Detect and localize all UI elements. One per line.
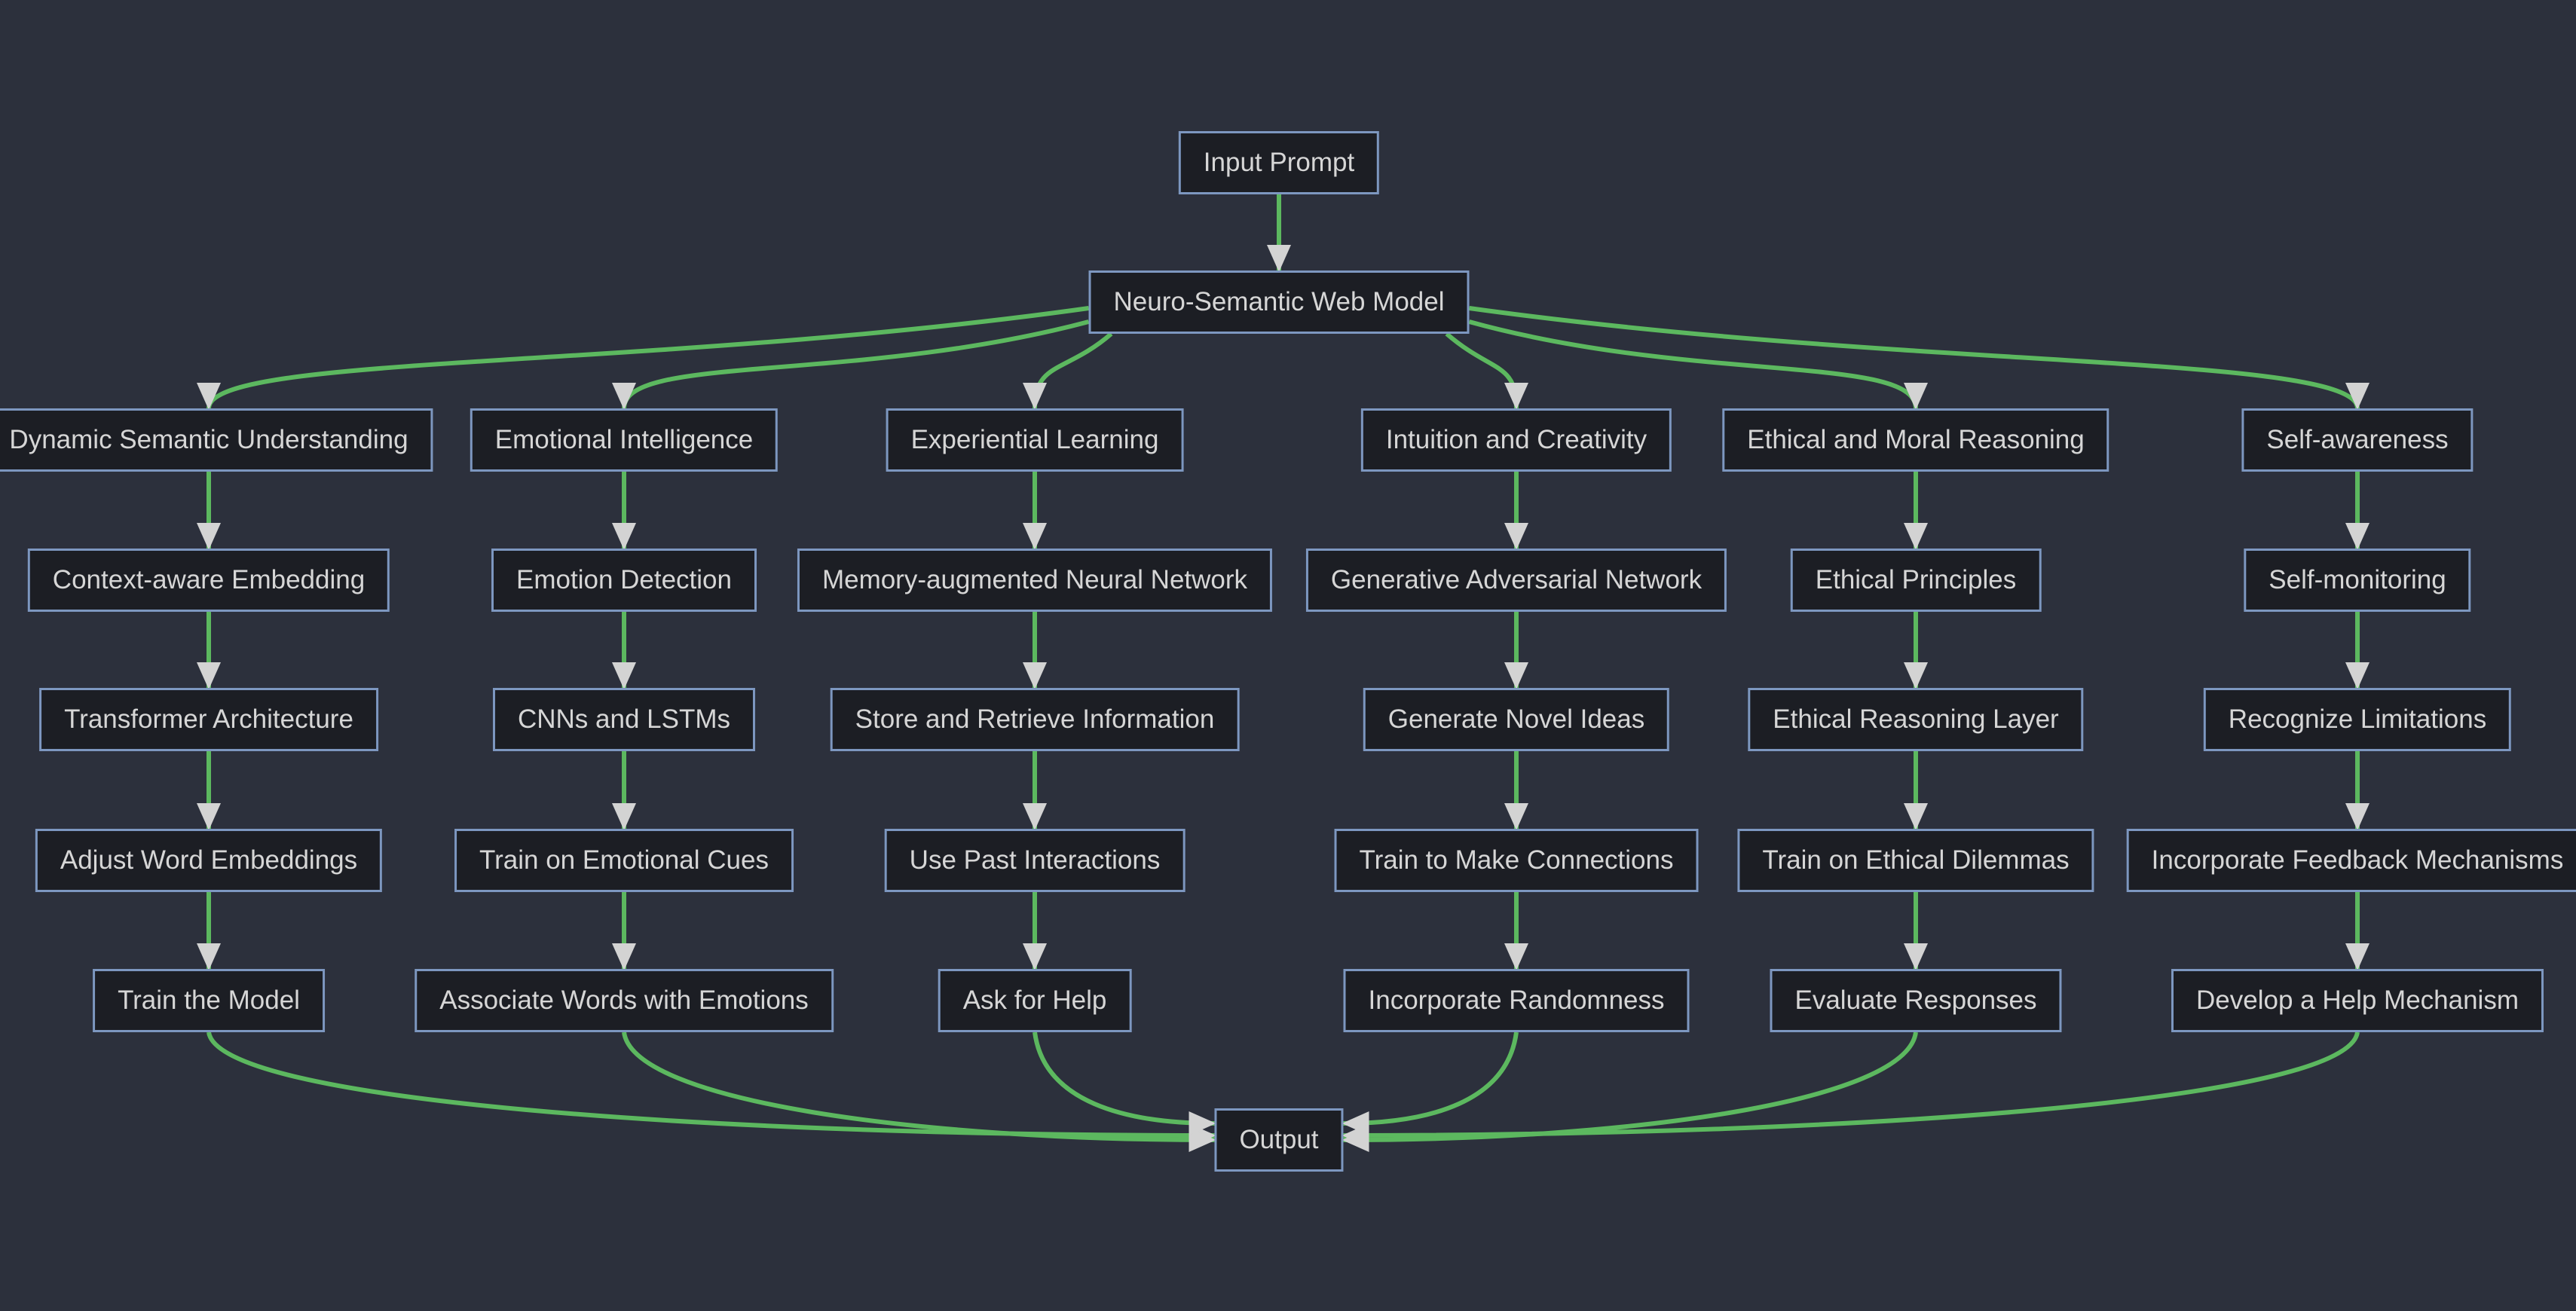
node-ethical-and-moral-reasoning: Ethical and Moral Reasoning <box>1722 408 2109 472</box>
node-generate-novel-ideas: Generate Novel Ideas <box>1363 688 1670 751</box>
node-label: Train on Ethical Dilemmas <box>1762 845 2070 875</box>
edge-incorporate-randomness-to-output <box>1342 1031 1519 1135</box>
edge-neuro-semantic-web-model-to-experiential-learning <box>1023 332 1113 410</box>
node-label: Generative Adversarial Network <box>1330 565 1703 594</box>
node-label: Ask for Help <box>962 986 1107 1015</box>
node-label: Experiential Learning <box>910 425 1159 454</box>
node-label: Self-monitoring <box>2269 565 2446 594</box>
node-associate-words-with-emotions: Associate Words with Emotions <box>415 969 834 1032</box>
edge-neuro-semantic-web-model-to-intuition-and-creativity <box>1445 332 1528 410</box>
node-label: Emotion Detection <box>516 565 732 594</box>
node-label: Transformer Architecture <box>64 704 353 734</box>
node-label: CNNs and LSTMs <box>517 704 731 734</box>
node-train-the-model: Train the Model <box>93 969 325 1032</box>
node-recognize-limitations: Recognize Limitations <box>2203 688 2512 751</box>
node-label: Input Prompt <box>1203 148 1355 177</box>
node-label: Self-awareness <box>2266 425 2449 454</box>
node-output: Output <box>1214 1108 1344 1172</box>
node-label: Dynamic Semantic Understanding <box>9 425 408 454</box>
node-emotion-detection: Emotion Detection <box>491 549 757 612</box>
edge-develop-a-help-mechanism-to-output <box>1342 1031 2360 1148</box>
edge-neuro-semantic-web-model-to-dynamic-semantic-understanding <box>197 306 1089 410</box>
node-emotional-intelligence: Emotional Intelligence <box>470 408 779 472</box>
node-label: Store and Retrieve Information <box>855 704 1215 734</box>
edge-neuro-semantic-web-model-to-emotional-intelligence <box>612 319 1090 410</box>
node-train-on-ethical-dilemmas: Train on Ethical Dilemmas <box>1737 829 2094 892</box>
node-label: Ethical and Moral Reasoning <box>1747 425 2085 454</box>
node-adjust-word-embeddings: Adjust Word Embeddings <box>35 829 383 892</box>
node-label: Output <box>1239 1125 1319 1154</box>
node-label: Use Past Interactions <box>909 845 1161 875</box>
node-context-aware-embedding: Context-aware Embedding <box>27 549 390 612</box>
node-neuro-semantic-web-model: Neuro-Semantic Web Model <box>1088 270 1470 334</box>
edge-associate-words-with-emotions-to-output <box>622 1031 1216 1152</box>
edges-group <box>197 194 2369 1152</box>
node-input-prompt: Input Prompt <box>1178 131 1380 194</box>
node-label: Associate Words with Emotions <box>439 986 809 1015</box>
node-store-and-retrieve-information: Store and Retrieve Information <box>830 688 1240 751</box>
node-label: Train the Model <box>118 986 300 1015</box>
node-memory-augmented-neural-network: Memory-augmented Neural Network <box>797 549 1273 612</box>
node-incorporate-feedback-mechanisms: Incorporate Feedback Mechanisms <box>2126 829 2576 892</box>
node-train-to-make-connections: Train to Make Connections <box>1334 829 1699 892</box>
node-label: Evaluate Responses <box>1794 986 2037 1015</box>
node-transformer-architecture: Transformer Architecture <box>39 688 378 751</box>
node-label: Recognize Limitations <box>2228 704 2487 734</box>
node-label: Context-aware Embedding <box>52 565 366 594</box>
node-label: Develop a Help Mechanism <box>2196 986 2519 1015</box>
node-label: Train on Emotional Cues <box>479 845 769 875</box>
node-self-monitoring: Self-monitoring <box>2244 549 2471 612</box>
node-label: Intuition and Creativity <box>1385 425 1647 454</box>
node-label: Neuro-Semantic Web Model <box>1113 287 1445 316</box>
node-intuition-and-creativity: Intuition and Creativity <box>1360 408 1672 472</box>
node-label: Ethical Reasoning Layer <box>1773 704 2059 734</box>
node-experiential-learning: Experiential Learning <box>886 408 1184 472</box>
node-self-awareness: Self-awareness <box>2241 408 2474 472</box>
edge-neuro-semantic-web-model-to-ethical-and-moral-reasoning <box>1468 319 1928 410</box>
node-train-on-emotional-cues: Train on Emotional Cues <box>454 829 794 892</box>
edge-evaluate-responses-to-output <box>1342 1031 1918 1152</box>
node-label: Train to Make Connections <box>1359 845 1674 875</box>
node-label: Generate Novel Ideas <box>1387 704 1645 734</box>
node-label: Adjust Word Embeddings <box>60 845 358 875</box>
node-develop-a-help-mechanism: Develop a Help Mechanism <box>2171 969 2544 1032</box>
node-evaluate-responses: Evaluate Responses <box>1770 969 2062 1032</box>
node-generative-adversarial-network: Generative Adversarial Network <box>1305 549 1727 612</box>
node-cnns-and-lstms: CNNs and LSTMs <box>492 688 756 751</box>
edge-ask-for-help-to-output <box>1033 1031 1216 1135</box>
node-ask-for-help: Ask for Help <box>938 969 1132 1032</box>
node-dynamic-semantic-understanding: Dynamic Semantic Understanding <box>0 408 433 472</box>
node-ethical-principles: Ethical Principles <box>1790 549 2042 612</box>
node-use-past-interactions: Use Past Interactions <box>884 829 1186 892</box>
node-label: Emotional Intelligence <box>494 425 754 454</box>
edge-neuro-semantic-web-model-to-self-awareness <box>1469 306 2369 410</box>
node-ethical-reasoning-layer: Ethical Reasoning Layer <box>1748 688 2084 751</box>
node-label: Incorporate Feedback Mechanisms <box>2151 845 2564 875</box>
node-label: Ethical Principles <box>1815 565 2017 594</box>
node-label: Memory-augmented Neural Network <box>821 565 1248 594</box>
node-label: Incorporate Randomness <box>1368 986 1665 1015</box>
node-incorporate-randomness: Incorporate Randomness <box>1343 969 1690 1032</box>
